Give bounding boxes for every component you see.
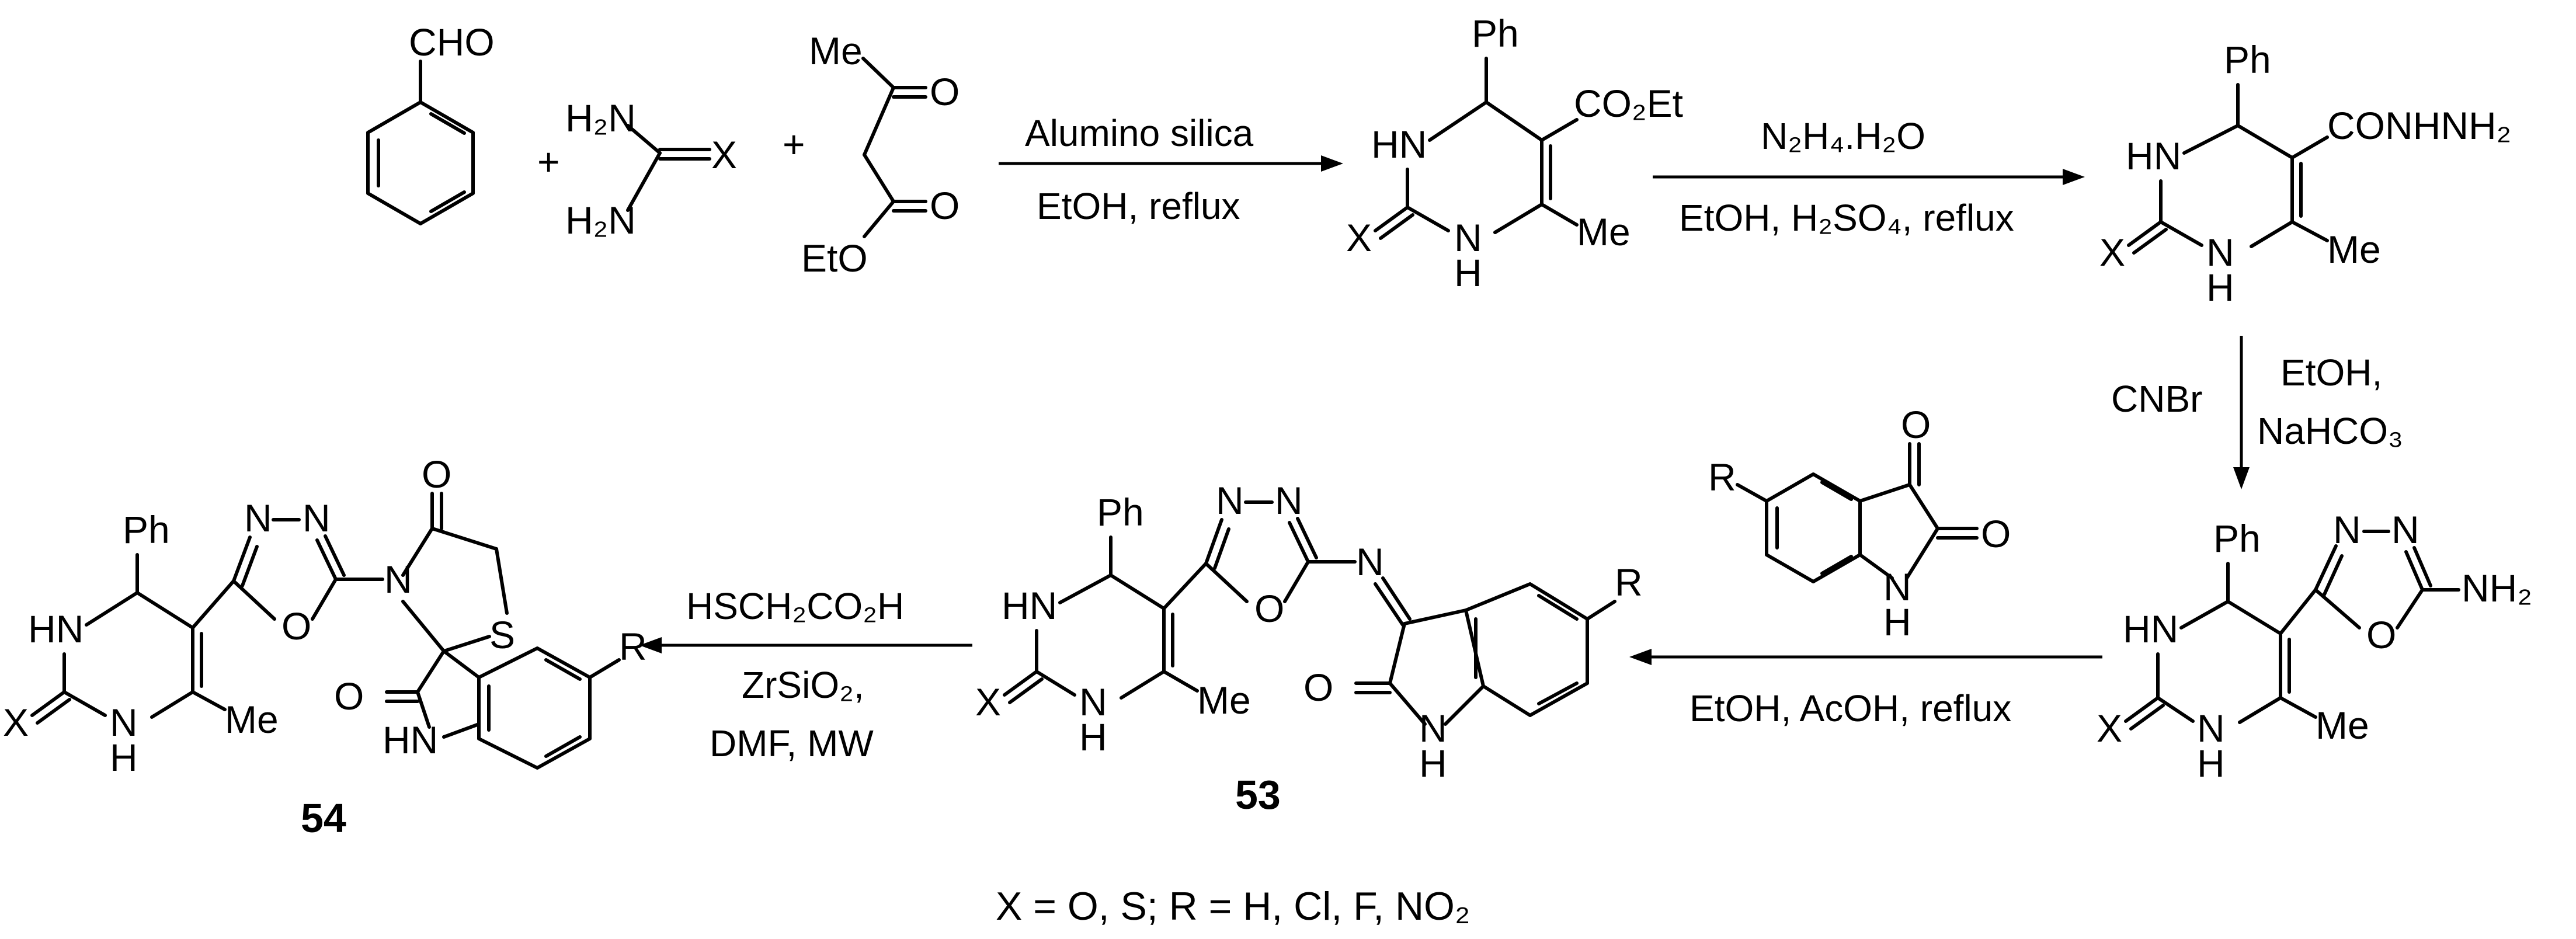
arrow-step1: Alumino silica EtOH, reflux (999, 112, 1343, 227)
hn-label: HN (2126, 134, 2181, 178)
dhpm-ester: Ph HN N H X Me CO₂Et (1346, 12, 1683, 294)
x-label: X (711, 133, 737, 176)
me-label: Me (809, 29, 863, 72)
n-label: N (1216, 479, 1244, 522)
nh2-label: NH₂ (2462, 566, 2532, 610)
compound-54: Ph HN N H X Me N N O N O (3, 453, 647, 841)
o-label: O (422, 453, 451, 496)
h-label: H (1419, 742, 1447, 785)
conhnh2-label: CONHNH₂ (2327, 104, 2511, 147)
me-label: Me (1197, 679, 1251, 722)
benzaldehyde: CHO (366, 20, 495, 225)
n-label: N (1356, 540, 1384, 583)
o-label: O (2366, 613, 2396, 656)
h2n-label: H₂N (565, 96, 636, 140)
me-label: Me (2327, 228, 2381, 271)
r-label: R (619, 625, 647, 668)
n-label: N (303, 496, 331, 540)
me-label: Me (225, 698, 279, 741)
s-label: S (489, 613, 515, 656)
n-label: N (2206, 231, 2234, 274)
o-label: O (281, 604, 311, 648)
o-label: O (930, 70, 960, 113)
n-label: N (1275, 479, 1303, 522)
arrow-step2: N₂H₄.H₂O EtOH, H₂SO₄, reflux (1653, 115, 2085, 239)
ph-label: Ph (1472, 12, 1519, 55)
ph-label: Ph (123, 508, 170, 551)
o-label: O (1981, 512, 2011, 555)
arrow-step4: EtOH, AcOH, reflux (1629, 649, 2102, 729)
hn-label: HN (383, 718, 438, 761)
step2-condition-top: N₂H₄.H₂O (1761, 115, 1925, 157)
step3-condition-right-1: EtOH, (2280, 352, 2382, 394)
hn-label: HN (28, 607, 84, 651)
x-label: X (975, 680, 1001, 724)
isatin: R O O N H (1708, 403, 2011, 644)
r-label: R (1615, 561, 1643, 604)
n-label: N (2333, 508, 2361, 551)
urea: H₂N H₂N X (565, 96, 737, 242)
compound-54-label: 54 (301, 795, 346, 841)
ph-label: Ph (1097, 491, 1144, 534)
hn-label: HN (1371, 123, 1427, 166)
h2n-label: H₂N (565, 199, 636, 242)
co2et-label: CO₂Et (1574, 82, 1683, 125)
plus-sign: + (783, 123, 805, 166)
n-label: N (1419, 707, 1447, 750)
arrow-step5: HSCH₂CO₂H ZrSiO₂, DMF, MW (639, 585, 972, 764)
step3-condition-left: CNBr (2111, 378, 2202, 420)
me-label: Me (1577, 210, 1631, 253)
step5-condition-mid: ZrSiO₂, (742, 664, 864, 706)
ph-label: Ph (2213, 517, 2261, 560)
x-label: X (1346, 216, 1372, 259)
compound-53: Ph HN N H X Me N N O N (975, 479, 1643, 818)
r-label: R (1708, 455, 1736, 499)
step1-condition-top: Alumino silica (1025, 112, 1254, 154)
amino-oxadiazole-dhpm: Ph HN N H X Me N N O NH₂ (2097, 508, 2532, 785)
h-label: H (1883, 600, 1911, 644)
h-label: H (1454, 251, 1482, 294)
h-label: H (110, 736, 138, 779)
dhpm-hydrazide: Ph HN N H X Me CONHNH₂ (2099, 38, 2511, 309)
o-label: O (1303, 666, 1333, 709)
substituent-footnote: X = O, S; R = H, Cl, F, NO₂ (996, 884, 1470, 928)
hn-label: HN (2123, 607, 2178, 651)
plus-sign: + (537, 140, 560, 183)
hn-label: HN (1002, 584, 1057, 627)
step5-condition-bottom: DMF, MW (710, 722, 874, 764)
h-label: H (1079, 715, 1107, 759)
step1-condition-bottom: EtOH, reflux (1037, 185, 1240, 227)
n-label: N (1079, 680, 1107, 724)
h-label: H (2197, 742, 2225, 785)
arrow-step3: CNBr EtOH, NaHCO₃ (2111, 336, 2403, 489)
step3-condition-right-2: NaHCO₃ (2257, 410, 2403, 452)
compound-53-label: 53 (1235, 772, 1281, 818)
n-label: N (1883, 565, 1911, 608)
h-label: H (2206, 266, 2234, 309)
me-label: Me (2316, 704, 2369, 747)
eto-label: EtO (801, 237, 868, 280)
n-label: N (2197, 707, 2225, 750)
x-label: X (3, 701, 29, 744)
o-label: O (1901, 403, 1931, 446)
cho-label: CHO (409, 20, 495, 64)
o-label: O (930, 184, 960, 227)
n-label: N (2391, 508, 2419, 551)
o-label: O (1254, 587, 1284, 630)
step4-condition-bottom: EtOH, AcOH, reflux (1689, 687, 2011, 729)
n-label: N (1454, 216, 1482, 259)
x-label: X (2097, 707, 2122, 750)
ph-label: Ph (2224, 38, 2271, 81)
x-label: X (2099, 231, 2125, 274)
n-label: N (244, 496, 272, 540)
ethyl-acetoacetate: Me O O EtO (801, 29, 960, 280)
n-label: N (110, 701, 138, 744)
step2-condition-bottom: EtOH, H₂SO₄, reflux (1679, 197, 2014, 239)
o-label: O (334, 674, 364, 718)
step5-condition-top: HSCH₂CO₂H (686, 585, 904, 627)
